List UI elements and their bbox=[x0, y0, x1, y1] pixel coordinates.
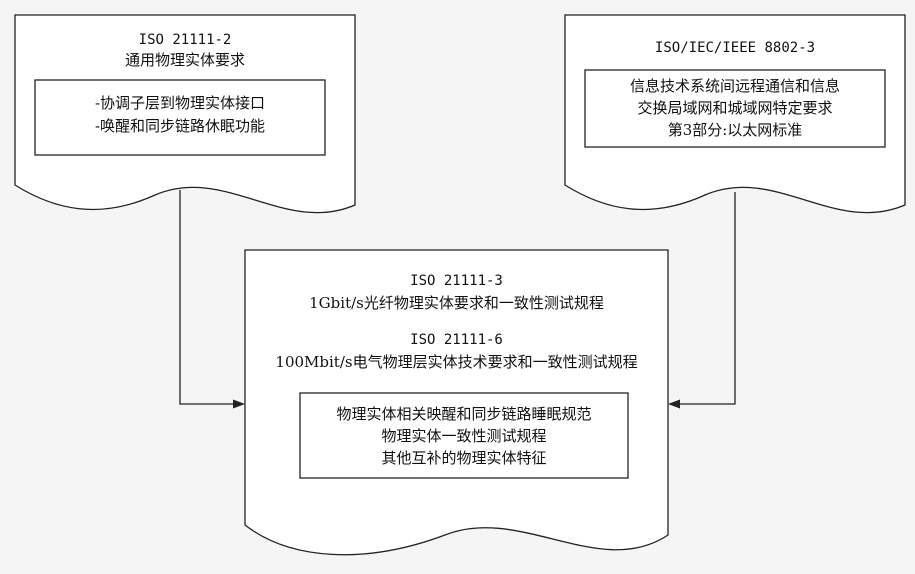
center-doc-title-1: 1Gbit/s光纤物理实体要求和一致性测试规程 bbox=[309, 294, 604, 312]
right-connector-arrowhead bbox=[668, 399, 680, 409]
right-inner-line-3: 第3部分:以太网标准 bbox=[667, 121, 803, 139]
left-doc-code: ISO 21111-2 bbox=[138, 32, 232, 48]
right-doc-code: ISO/IEC/IEEE 8802-3 bbox=[654, 40, 816, 56]
center-inner-line-1: 物理实体相关映醒和同步链路睡眠规范 bbox=[336, 405, 592, 423]
center-doc-title-2: 100Mbit/s电气物理层实体技术要求和一致性测试规程 bbox=[275, 353, 638, 371]
left-inner-line-1: -协调子层到物理实体接口 bbox=[94, 94, 266, 112]
center-doc-code-1: ISO 21111-3 bbox=[410, 273, 503, 289]
left-connector-arrowhead bbox=[233, 399, 245, 409]
center-inner-line-3: 其他互补的物理实体特征 bbox=[381, 449, 547, 467]
right-inner-box bbox=[584, 69, 886, 148]
center-inner-line-2: 物理实体一致性测试规程 bbox=[381, 427, 547, 445]
center-doc-code-2: ISO 21111-6 bbox=[410, 332, 503, 348]
left-doc-title: 通用物理实体要求 bbox=[124, 51, 245, 69]
right-connector-line bbox=[675, 192, 736, 405]
center-inner-box bbox=[299, 392, 629, 479]
left-inner-box bbox=[34, 79, 326, 156]
right-inner-line-1: 信息技术系统间远程通信和信息 bbox=[629, 77, 840, 95]
right-inner-line-2: 交换局域网和城域网特定要求 bbox=[637, 99, 833, 117]
left-inner-line-2: -唤醒和同步链路休眠功能 bbox=[94, 117, 266, 135]
left-connector-line bbox=[179, 190, 238, 405]
